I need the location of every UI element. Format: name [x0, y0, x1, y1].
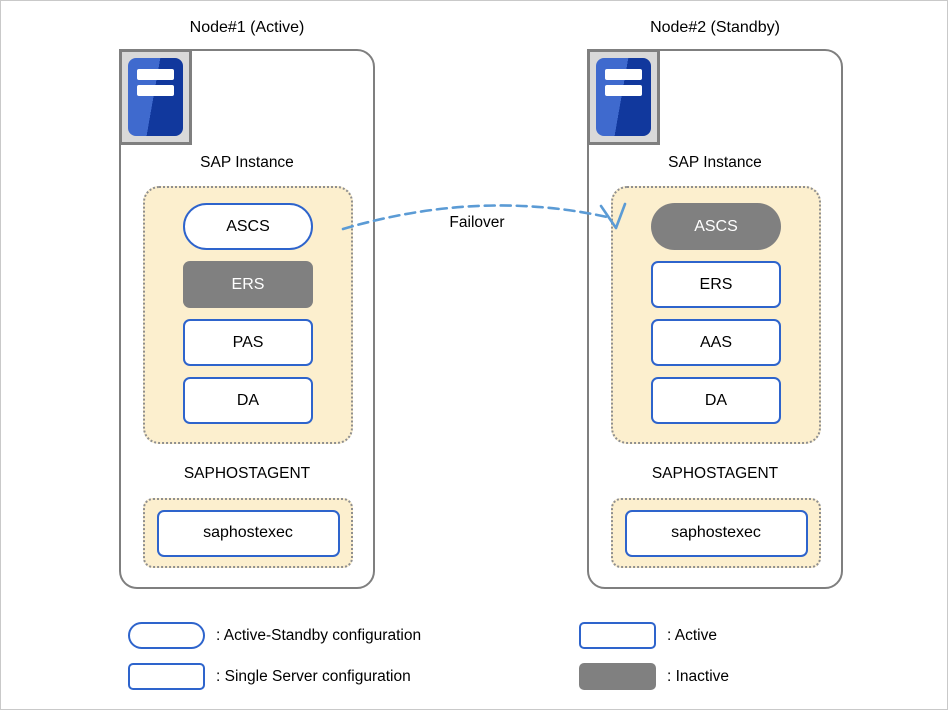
node2-ascs-box: ASCS [651, 203, 781, 250]
server-bar-icon [137, 69, 174, 80]
failover-label: Failover [449, 214, 505, 231]
node1-da-box: DA [183, 377, 313, 424]
legend-rect-swatch [579, 622, 656, 649]
server-bar-icon [605, 85, 642, 96]
server-tower-graphic [128, 58, 183, 136]
node1-sap-instance-group: ASCS ERS PAS DA [143, 186, 353, 444]
legend-item-inactive: : Inactive [579, 663, 729, 690]
legend-gray-swatch [579, 663, 656, 690]
node2-da-box: DA [651, 377, 781, 424]
node2-saphostagent-label: SAPHOSTAGENT [651, 465, 779, 482]
node2-sap-instance-label: SAP Instance [668, 154, 762, 171]
legend-label: : Active [667, 626, 717, 644]
node1-pas-box: PAS [183, 319, 313, 366]
legend-item-single-server: : Single Server configuration [128, 663, 411, 690]
legend-item-active: : Active [579, 622, 717, 649]
legend-label: : Active-Standby configuration [216, 626, 422, 644]
node2-aas-box: AAS [651, 319, 781, 366]
node2-title: Node#2 (Standby) [650, 19, 780, 36]
node1-ers-box: ERS [183, 261, 313, 308]
node2-sap-instance-group: ASCS ERS AAS DA [611, 186, 821, 444]
node1-ascs-box: ASCS [183, 203, 313, 250]
legend-item-active-standby: : Active-Standby configuration [128, 622, 421, 649]
node2-saphostexec-box: saphostexec [624, 509, 808, 557]
node1-sap-instance-label: SAP Instance [200, 154, 294, 171]
server-bar-icon [137, 85, 174, 96]
node1-box: SAP Instance ASCS ERS PAS DA SAPHOSTAGEN… [119, 49, 375, 589]
node2-box: SAP Instance ASCS ERS AAS DA SAPHOSTAGEN… [587, 49, 843, 589]
node1-saphostagent-group: saphostexec [143, 498, 353, 568]
server-icon [119, 49, 192, 145]
node1-title: Node#1 (Active) [189, 19, 305, 36]
node2-saphostagent-group: saphostexec [611, 498, 821, 568]
node1-saphostagent-label: SAPHOSTAGENT [183, 465, 311, 482]
server-bar-icon [605, 69, 642, 80]
legend-pill-swatch [128, 622, 205, 649]
node1-saphostexec-box: saphostexec [156, 509, 340, 557]
server-icon [587, 49, 660, 145]
node2-ers-box: ERS [651, 261, 781, 308]
server-tower-graphic [596, 58, 651, 136]
legend-label: : Inactive [667, 667, 730, 685]
legend-label: : Single Server configuration [216, 667, 411, 685]
legend-rect-swatch [128, 663, 205, 690]
